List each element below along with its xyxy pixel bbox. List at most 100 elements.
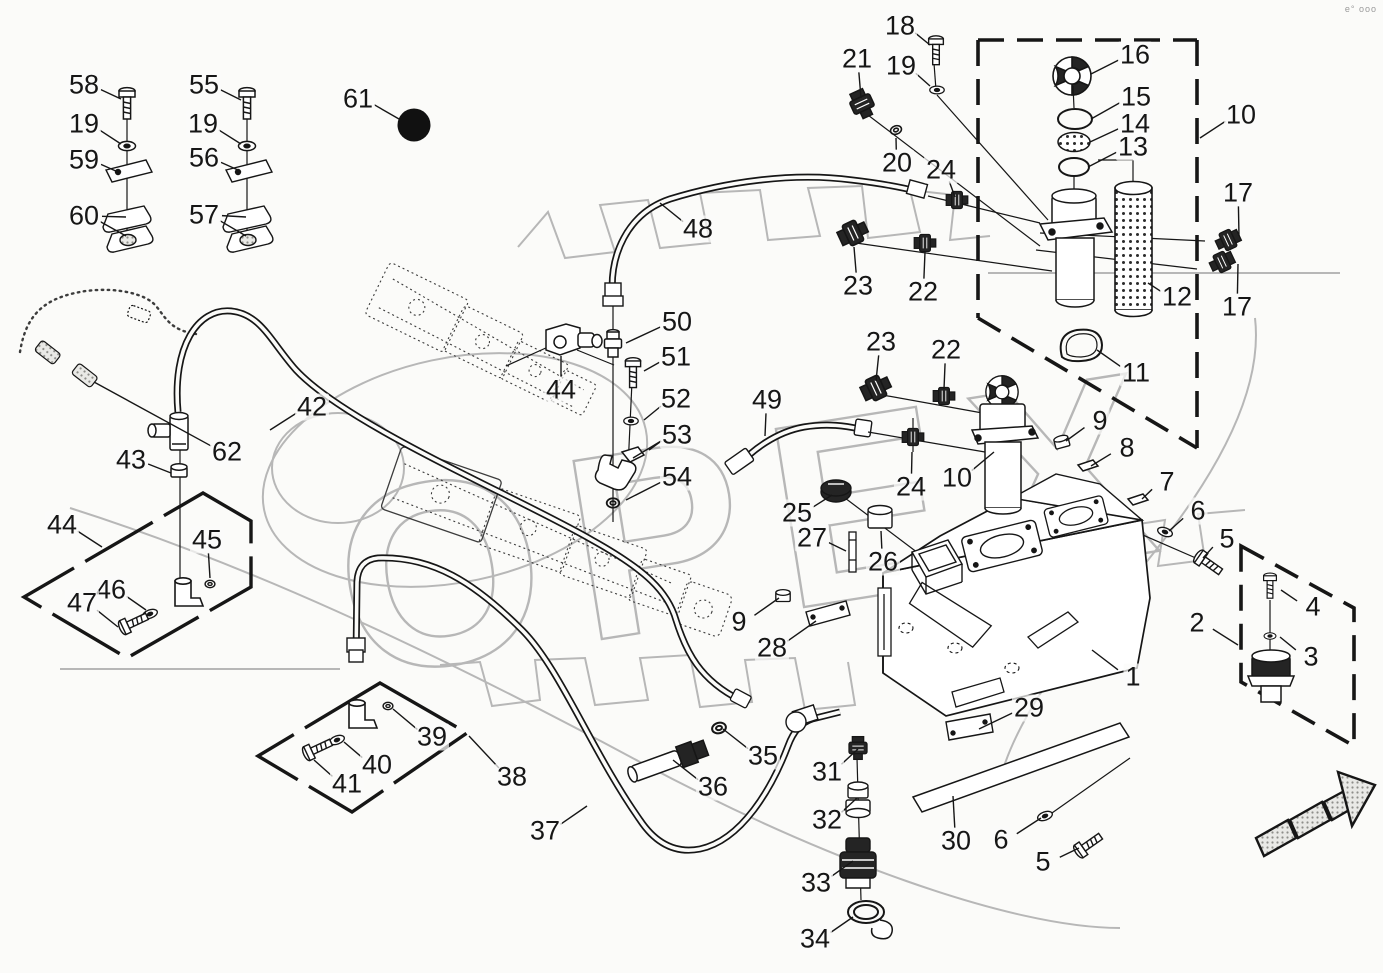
leader-line-56 [220, 161, 239, 171]
leader-line-17 [1237, 205, 1240, 237]
part-callout-11: 11 [1119, 357, 1153, 388]
leader-line-2 [1212, 628, 1239, 646]
part-callout-18: 18 [882, 10, 918, 41]
part-callout-56: 56 [186, 142, 222, 173]
leader-line-55 [220, 89, 242, 101]
part-callout-57: 57 [186, 199, 222, 230]
leader-line-46 [126, 595, 147, 611]
plate-29 [945, 713, 994, 741]
leader-line-21 [858, 71, 862, 99]
hose-42 [173, 307, 752, 709]
part-callout-61: 61 [340, 83, 376, 114]
leader-line-51 [643, 361, 660, 372]
clamp-53 [594, 446, 646, 491]
hose-37 [346, 554, 841, 854]
part-callout-22: 22 [905, 276, 941, 307]
part-callout-9: 9 [729, 606, 749, 637]
leader-line-33 [831, 860, 854, 877]
leader-line-1 [1091, 649, 1119, 671]
leader-line-32 [841, 797, 858, 813]
leader-line-31 [840, 748, 859, 765]
leader-line-39 [392, 708, 418, 730]
part-callout-16: 16 [1117, 39, 1153, 70]
part-callout-49: 49 [749, 384, 785, 415]
part-callout-23: 23 [840, 270, 876, 301]
part-callout-59: 59 [66, 144, 102, 175]
part-callout-29: 29 [1011, 692, 1047, 723]
leader-line-44 [77, 530, 103, 548]
plate-28 [805, 600, 851, 627]
elbow-kit-box-b [254, 681, 471, 815]
hydraulic-tank [877, 473, 1151, 717]
part-callout-32: 32 [809, 804, 845, 835]
part-callout-46: 46 [93, 574, 129, 605]
leader-line-22 [943, 362, 946, 390]
leader-line-28 [786, 620, 817, 642]
leader-line-4 [1280, 589, 1298, 602]
part-callout-33: 33 [798, 867, 834, 898]
leader-line-6 [1016, 817, 1042, 835]
drain-valve-box [1239, 542, 1356, 750]
part-callout-12: 12 [1159, 281, 1195, 312]
part-callout-15: 15 [1118, 81, 1154, 112]
filler-neck-strainer [1038, 188, 1114, 308]
part-callout-35: 35 [745, 740, 781, 771]
leader-line-22 [923, 251, 926, 280]
leader-line-9 [1065, 427, 1085, 442]
leader-line-58 [100, 88, 122, 100]
part-callout-4: 4 [1303, 591, 1323, 622]
leader-line-27 [828, 542, 847, 552]
part-callout-55: 55 [186, 69, 222, 100]
leader-line-14 [1089, 128, 1119, 143]
clamp-stack-55-57 [222, 86, 274, 253]
leader-line-30 [952, 795, 956, 829]
leader-line-26 [880, 530, 883, 550]
hose-48 [602, 173, 929, 307]
part-callout-40: 40 [359, 749, 395, 780]
filler-filter-assembly-box [976, 38, 1199, 450]
part-callout-14: 14 [1117, 108, 1153, 139]
part-callout-25: 25 [779, 497, 815, 528]
leader-line-19 [915, 72, 931, 87]
leader-line-60 [101, 215, 127, 218]
gasket-11 [1059, 328, 1104, 363]
part-callout-19: 19 [185, 108, 221, 139]
leader-line-12 [1147, 282, 1162, 292]
pin-27 [848, 531, 857, 573]
leader-line-47 [96, 609, 119, 628]
part-callout-42: 42 [294, 391, 330, 422]
leader-line-49 [764, 412, 767, 437]
coupler-33 [839, 837, 877, 889]
part-callout-58: 58 [66, 69, 102, 100]
part-callout-44: 44 [44, 509, 80, 540]
leader-line-10 [1199, 120, 1226, 139]
leader-line-23 [875, 354, 880, 382]
leader-line-25 [812, 494, 833, 508]
leader-line-23 [853, 246, 857, 274]
fitting-44-union [545, 323, 603, 356]
leader-line-60 [99, 220, 127, 237]
part-callout-44: 44 [543, 374, 579, 405]
return-filter-10 [970, 375, 1040, 515]
leader-line-54 [625, 481, 661, 501]
leader-line-13 [1087, 151, 1117, 168]
part-callout-30: 30 [938, 825, 974, 856]
leader-line-19 [99, 129, 122, 145]
leader-line-41 [313, 759, 333, 777]
leader-line-8 [1090, 453, 1112, 467]
leader-line-5 [1059, 847, 1080, 858]
part-callout-6: 6 [991, 824, 1011, 855]
leader-line-57 [221, 214, 247, 218]
leader-line-6 [1168, 517, 1184, 532]
hose-49 [724, 418, 873, 475]
leader-line-16 [1090, 59, 1119, 75]
part-callout-27: 27 [794, 522, 830, 553]
part-callout-26: 26 [865, 546, 901, 577]
leader-line-17 [1236, 263, 1239, 295]
part-callout-31: 31 [809, 756, 845, 787]
leader-line-9 [754, 597, 780, 616]
part-callout-38: 38 [494, 761, 530, 792]
part-callout-28: 28 [754, 632, 790, 663]
leader-line-5 [1202, 546, 1214, 559]
